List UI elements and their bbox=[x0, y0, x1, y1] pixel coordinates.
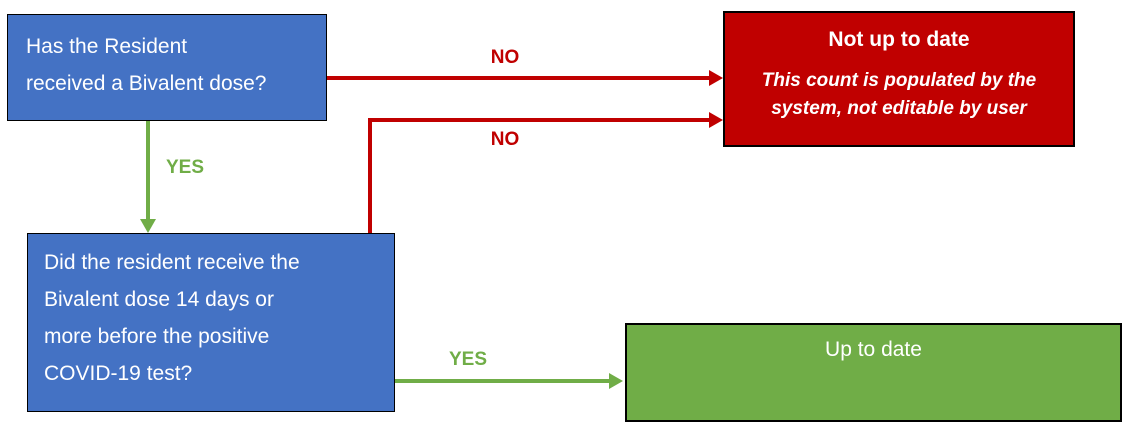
arrow-q1-no-line bbox=[327, 76, 711, 80]
outcome-not-up-to-date-note: This count is populated by the system, n… bbox=[761, 70, 1037, 119]
arrow-q2-yes-line bbox=[395, 379, 611, 383]
decision-node-bivalent-dose-received: Has the Resident received a Bivalent dos… bbox=[7, 14, 327, 121]
edge-label-q2-yes: YES bbox=[448, 349, 488, 370]
edge-label-q1-no: NO bbox=[490, 47, 520, 68]
arrow-q1-yes-arrowhead-icon bbox=[140, 219, 156, 233]
outcome-node-not-up-to-date: Not up to date This count is populated b… bbox=[723, 11, 1075, 147]
arrow-q2-no-horizontal-line bbox=[368, 118, 711, 122]
outcome-node-up-to-date: Up to date bbox=[625, 323, 1122, 422]
arrow-q2-no-arrowhead-icon bbox=[709, 112, 723, 128]
arrow-q1-yes-line bbox=[146, 121, 150, 220]
edge-label-q1-yes: YES bbox=[165, 157, 205, 178]
arrow-q2-no-vertical-line bbox=[368, 120, 372, 233]
arrow-q2-yes-arrowhead-icon bbox=[609, 373, 623, 389]
outcome-not-up-to-date-title: Not up to date bbox=[828, 28, 970, 51]
arrow-q1-no-arrowhead-icon bbox=[709, 70, 723, 86]
edge-label-q2-no: NO bbox=[490, 129, 520, 150]
decision-node-bivalent-dose-14-days: Did the resident receive the Bivalent do… bbox=[27, 233, 395, 412]
